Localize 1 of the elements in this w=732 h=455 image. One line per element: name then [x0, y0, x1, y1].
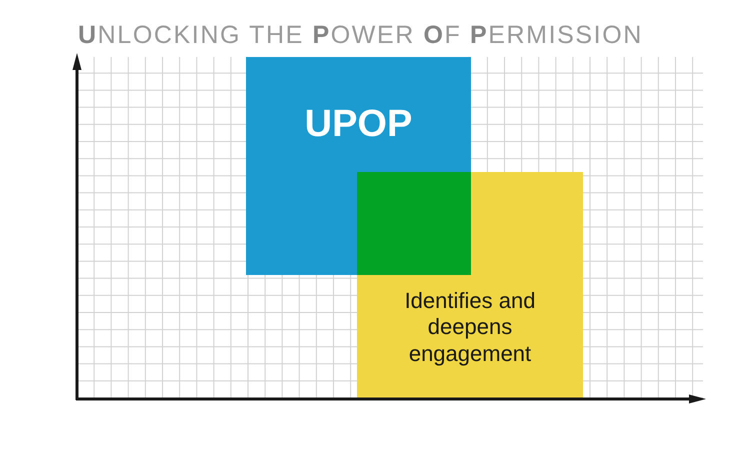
title: UNLOCKING THE POWER OF PERMISSION: [78, 20, 644, 50]
